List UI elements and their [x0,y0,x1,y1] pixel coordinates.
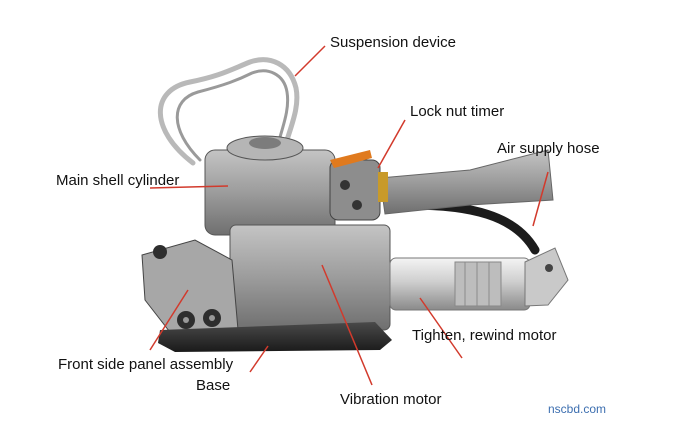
label-base: Base [196,377,231,394]
label-vibration-motor: Vibration motor [340,391,442,408]
orange-lever [330,150,372,168]
leader-tighten [419,297,463,359]
air-hose [405,200,540,255]
main-shell-cylinder-block [204,149,336,236]
leader-vibration [321,264,373,386]
label-main-shell-cylinder: Main shell cylinder [56,172,180,189]
suspension-hanger-wire-inner [175,69,290,162]
label-tighten-rewind-motor: Tighten, rewind motor [412,327,557,344]
label-lock-nut-timer: Lock nut timer [410,103,505,120]
motor-end-fitting [524,247,569,307]
handle-horn [379,149,554,215]
label-front-side-panel: Front side panel assembly [58,356,234,373]
label-suspension-device: Suspension device [330,34,456,51]
leader-lock-nut [377,119,406,169]
leader-suspension [294,45,326,77]
base-plate [158,322,392,352]
watermark-text: nscbd.com [548,402,607,416]
leader-main-shell [149,185,229,189]
leader-air-hose [532,171,549,227]
lock-nut-plate [329,159,381,221]
vibration-motor-block [229,224,391,331]
leader-base [249,345,269,373]
leader-front-panel [149,289,189,351]
suspension-hanger-wire [157,57,300,166]
label-air-supply-hose: Air supply hose [497,140,600,157]
leader-lines [149,45,549,386]
